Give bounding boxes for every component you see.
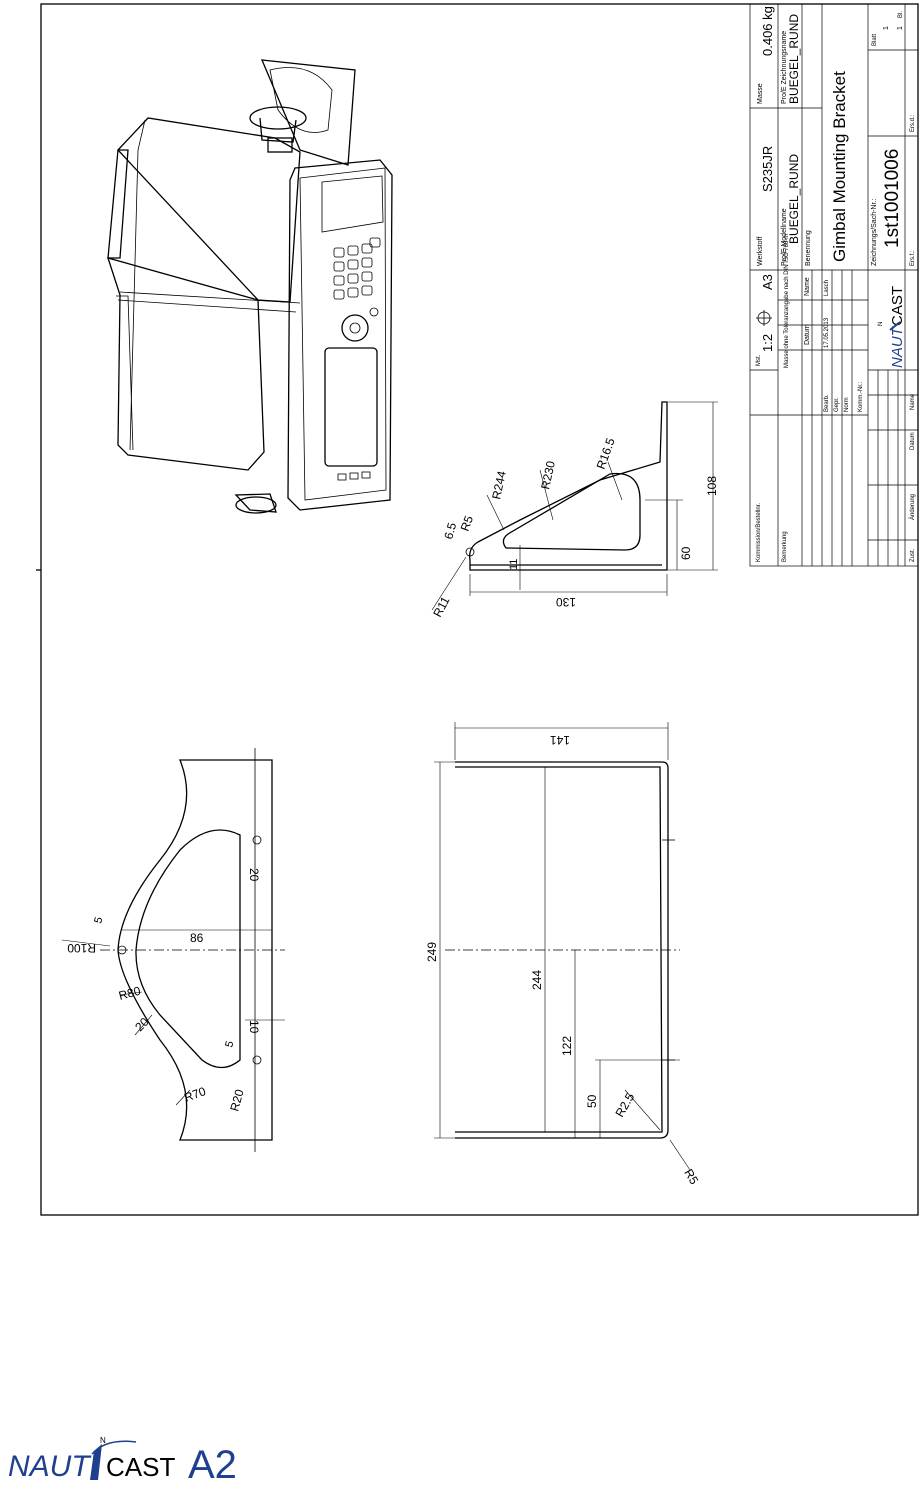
blatt-value: 1 <box>883 26 890 30</box>
komm-label: Komm.-Nr.: <box>858 381 864 412</box>
dim-249: 249 <box>425 942 439 962</box>
dim-r100: R100 <box>67 941 96 955</box>
title-block-logo: NAUT CAST N <box>878 286 906 368</box>
datum-label: Datum <box>804 324 811 345</box>
zust-label: Zust. <box>910 548 916 562</box>
bottom-view: 86 R100 5 R80 20 R70 R20 5 20 10 <box>61 748 285 1152</box>
name-label: Name <box>804 277 811 296</box>
nauticast-a2-logo: NAUT N CAST A2 <box>6 1436 266 1487</box>
dim-r11: R11 <box>430 594 452 620</box>
dim-244: 244 <box>530 970 544 990</box>
mst-label: Mst. <box>756 354 762 366</box>
scale-value: 1:2 <box>760 334 775 352</box>
ersd-label: Ers.d.: <box>910 114 916 132</box>
bl-label: Bl. <box>898 11 904 18</box>
bearb-name: Lasch <box>824 280 830 296</box>
side-view: R11 6.5 R5 R244 R230 R16.5 11 60 108 130 <box>430 401 719 620</box>
device-display <box>324 347 378 467</box>
aenderung-label: Änderung <box>909 494 916 520</box>
dim-r16-5: R16.5 <box>594 436 618 471</box>
benennung-value: Gimbal Mounting Bracket <box>830 71 849 262</box>
benennung-label: Benennung <box>805 230 812 266</box>
dim-r70: R70 <box>182 1084 208 1105</box>
modellname-label: Pro/E Modellname <box>781 208 788 266</box>
bearb-date: 17.05.2013 <box>824 317 830 348</box>
zeichnungsname-value: BUEGEL_RUND <box>787 14 801 104</box>
ers-label: Ers.f.: <box>910 250 916 266</box>
keypad <box>333 237 381 342</box>
dim-141: 141 <box>550 733 570 747</box>
change-datum-label: Datum <box>910 432 916 450</box>
title-block: Masse 0.406 kg Werkstoff S235JR Pro/E Ze… <box>749 3 919 567</box>
zeichnungsname-label: Pro/E Zeichnungsname <box>781 31 788 104</box>
logo-naut-text: NAUT <box>8 1450 92 1483</box>
dim-r244: R244 <box>489 469 509 500</box>
svg-text:N: N <box>878 322 884 326</box>
masse-label: Masse <box>757 83 764 104</box>
bemerkung-label: Bemerkung <box>782 531 788 562</box>
norm-label: Norm <box>844 397 850 412</box>
dim-r230: R230 <box>538 459 558 490</box>
logo-cast-text: CAST <box>106 1452 175 1482</box>
dim-r5: R5 <box>458 514 477 534</box>
front-view: 141 249 244 122 50 R2.5 R5 <box>425 722 701 1187</box>
bearb-label: Bearb. <box>824 394 830 412</box>
dim-50: 50 <box>585 1094 599 1108</box>
dim-10: 10 <box>247 1020 261 1034</box>
dim-130: 130 <box>556 595 576 609</box>
drawing-frame <box>40 3 919 1216</box>
modellname-value: BUEGEL_RUND <box>787 154 801 244</box>
logo-compass-n: N <box>100 1436 106 1445</box>
dim-11: 11 <box>508 559 520 570</box>
dim-r2-5: R2.5 <box>612 1090 637 1119</box>
gepr-label: Gepr. <box>834 397 840 412</box>
svg-text:NAUT: NAUT <box>889 325 906 368</box>
dim-108: 108 <box>705 476 719 496</box>
logo-model-text: A2 <box>188 1443 237 1486</box>
projection-symbol-icon <box>756 310 772 326</box>
format-value: A3 <box>760 274 775 290</box>
change-name-label: Name <box>910 393 916 410</box>
svg-text:CAST: CAST <box>889 286 906 326</box>
dim-20-left: 20 <box>132 1015 152 1035</box>
werkstoff-value: S235JR <box>760 146 775 192</box>
masse-value: 0.406 kg <box>760 6 775 56</box>
zeichnungs-nr-value: 1st1001006 <box>882 149 903 248</box>
dim-86: 86 <box>190 931 204 945</box>
dim-122: 122 <box>560 1036 574 1056</box>
dim-r5-front: R5 <box>681 1167 701 1188</box>
tolerance-note: Masse ohne Toleranzangabe nach DIN ISO 7… <box>784 234 790 368</box>
dim-5-top: 5 <box>92 916 105 925</box>
dim-5-bottom: 5 <box>223 1040 236 1049</box>
nauticast-logo-graphic: NAUT N CAST A2 <box>8 1436 237 1487</box>
dim-6-5: 6.5 <box>441 521 459 541</box>
blatt-total: 1 <box>897 26 904 30</box>
device-isometric-view <box>107 59 393 514</box>
blatt-label: Blatt <box>872 34 878 46</box>
kommissions-label: Kommission/Bestellnr. <box>756 503 762 562</box>
dim-r80: R80 <box>117 984 142 1003</box>
dim-60: 60 <box>679 546 693 560</box>
dim-r20: R20 <box>227 1088 246 1113</box>
werkstoff-label: Werkstoff <box>757 237 764 266</box>
dim-20-right: 20 <box>247 868 261 882</box>
zeichnungs-nr-label: Zeichnungs/Sach-Nr.: <box>871 199 878 266</box>
